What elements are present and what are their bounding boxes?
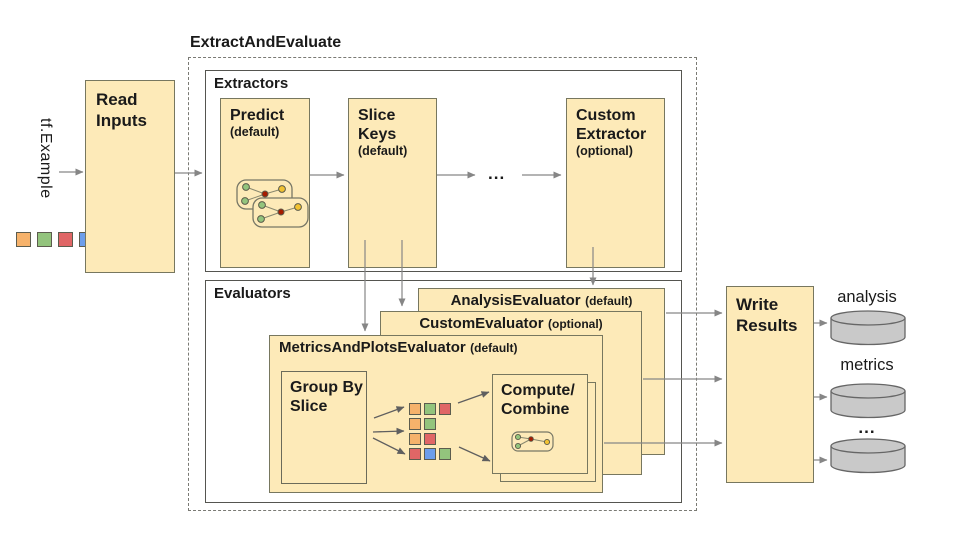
- group-by-slice-box: Group By Slice: [281, 371, 367, 484]
- slice-square: [439, 448, 451, 460]
- slice-square: [424, 418, 436, 430]
- predict-label: Predict: [230, 107, 285, 124]
- slice-square-row: [409, 448, 451, 460]
- predict-qualifier: (default): [230, 125, 280, 139]
- more-outputs-label: ...: [858, 418, 876, 437]
- slice-squares: [409, 403, 451, 463]
- analysis-database-icon: [830, 310, 906, 346]
- group-by-slice-label: Group By Slice: [290, 379, 363, 415]
- slice-square-row: [409, 403, 451, 415]
- analysis-output-label: analysis: [837, 288, 897, 306]
- extractors-label: Extractors: [214, 75, 289, 92]
- compute-model-icon: [511, 431, 554, 452]
- custom-extractor-qualifier: (optional): [576, 144, 633, 158]
- write-results-label: Write Results: [736, 295, 798, 335]
- metrics-output-label: metrics: [840, 356, 894, 374]
- slice-square-row: [409, 433, 451, 445]
- slice-square: [439, 403, 451, 415]
- custom-evaluator-label: CustomEvaluator: [419, 315, 544, 332]
- more-database-icon: [830, 438, 906, 474]
- extractors-container: Extractors: [205, 70, 682, 272]
- custom-extractor-label: Custom Extractor: [576, 107, 647, 143]
- read-inputs-label: Read Inputs: [96, 90, 147, 130]
- analysis-evaluator-qualifier: (default): [585, 294, 633, 308]
- slice-keys-qualifier: (default): [358, 144, 408, 158]
- metrics-database-icon: [830, 383, 906, 419]
- evaluators-label: Evaluators: [214, 285, 291, 302]
- input-square: [16, 232, 31, 247]
- slice-square-row: [409, 418, 451, 430]
- slice-square: [424, 433, 436, 445]
- slice-square: [424, 448, 436, 460]
- slice-square: [409, 418, 421, 430]
- extract-and-evaluate-container: [188, 57, 697, 511]
- input-square: [37, 232, 52, 247]
- custom-evaluator-qualifier: (optional): [548, 317, 603, 331]
- slice-square: [424, 403, 436, 415]
- slice-square: [409, 448, 421, 460]
- compute-combine-box: Compute/ Combine: [492, 374, 588, 474]
- input-squares: [16, 232, 94, 247]
- read-inputs-box: Read Inputs: [85, 80, 175, 273]
- slice-square: [409, 433, 421, 445]
- compute-combine-label-line1: Compute/: [501, 382, 575, 399]
- extract-and-evaluate-title: ExtractAndEvaluate: [190, 34, 342, 51]
- evaluators-container: Evaluators: [205, 280, 682, 503]
- input-square: [58, 232, 73, 247]
- extractors-ellipsis: ...: [488, 164, 506, 183]
- metrics-and-plots-evaluator-label: MetricsAndPlotsEvaluator: [279, 339, 466, 356]
- predict-model-icon: [236, 179, 309, 228]
- custom-extractor-box: Custom Extractor (optional): [566, 98, 665, 268]
- write-results-box: Write Results: [726, 286, 814, 483]
- analysis-evaluator-label: AnalysisEvaluator: [450, 292, 581, 309]
- tf-example-label: tf.Example: [37, 118, 54, 199]
- compute-combine-label-line2: Combine: [501, 401, 570, 418]
- slice-keys-label: Slice Keys: [358, 107, 397, 143]
- slice-keys-box: Slice Keys (default): [348, 98, 437, 268]
- slice-square: [409, 403, 421, 415]
- metrics-and-plots-evaluator-qualifier: (default): [470, 341, 518, 355]
